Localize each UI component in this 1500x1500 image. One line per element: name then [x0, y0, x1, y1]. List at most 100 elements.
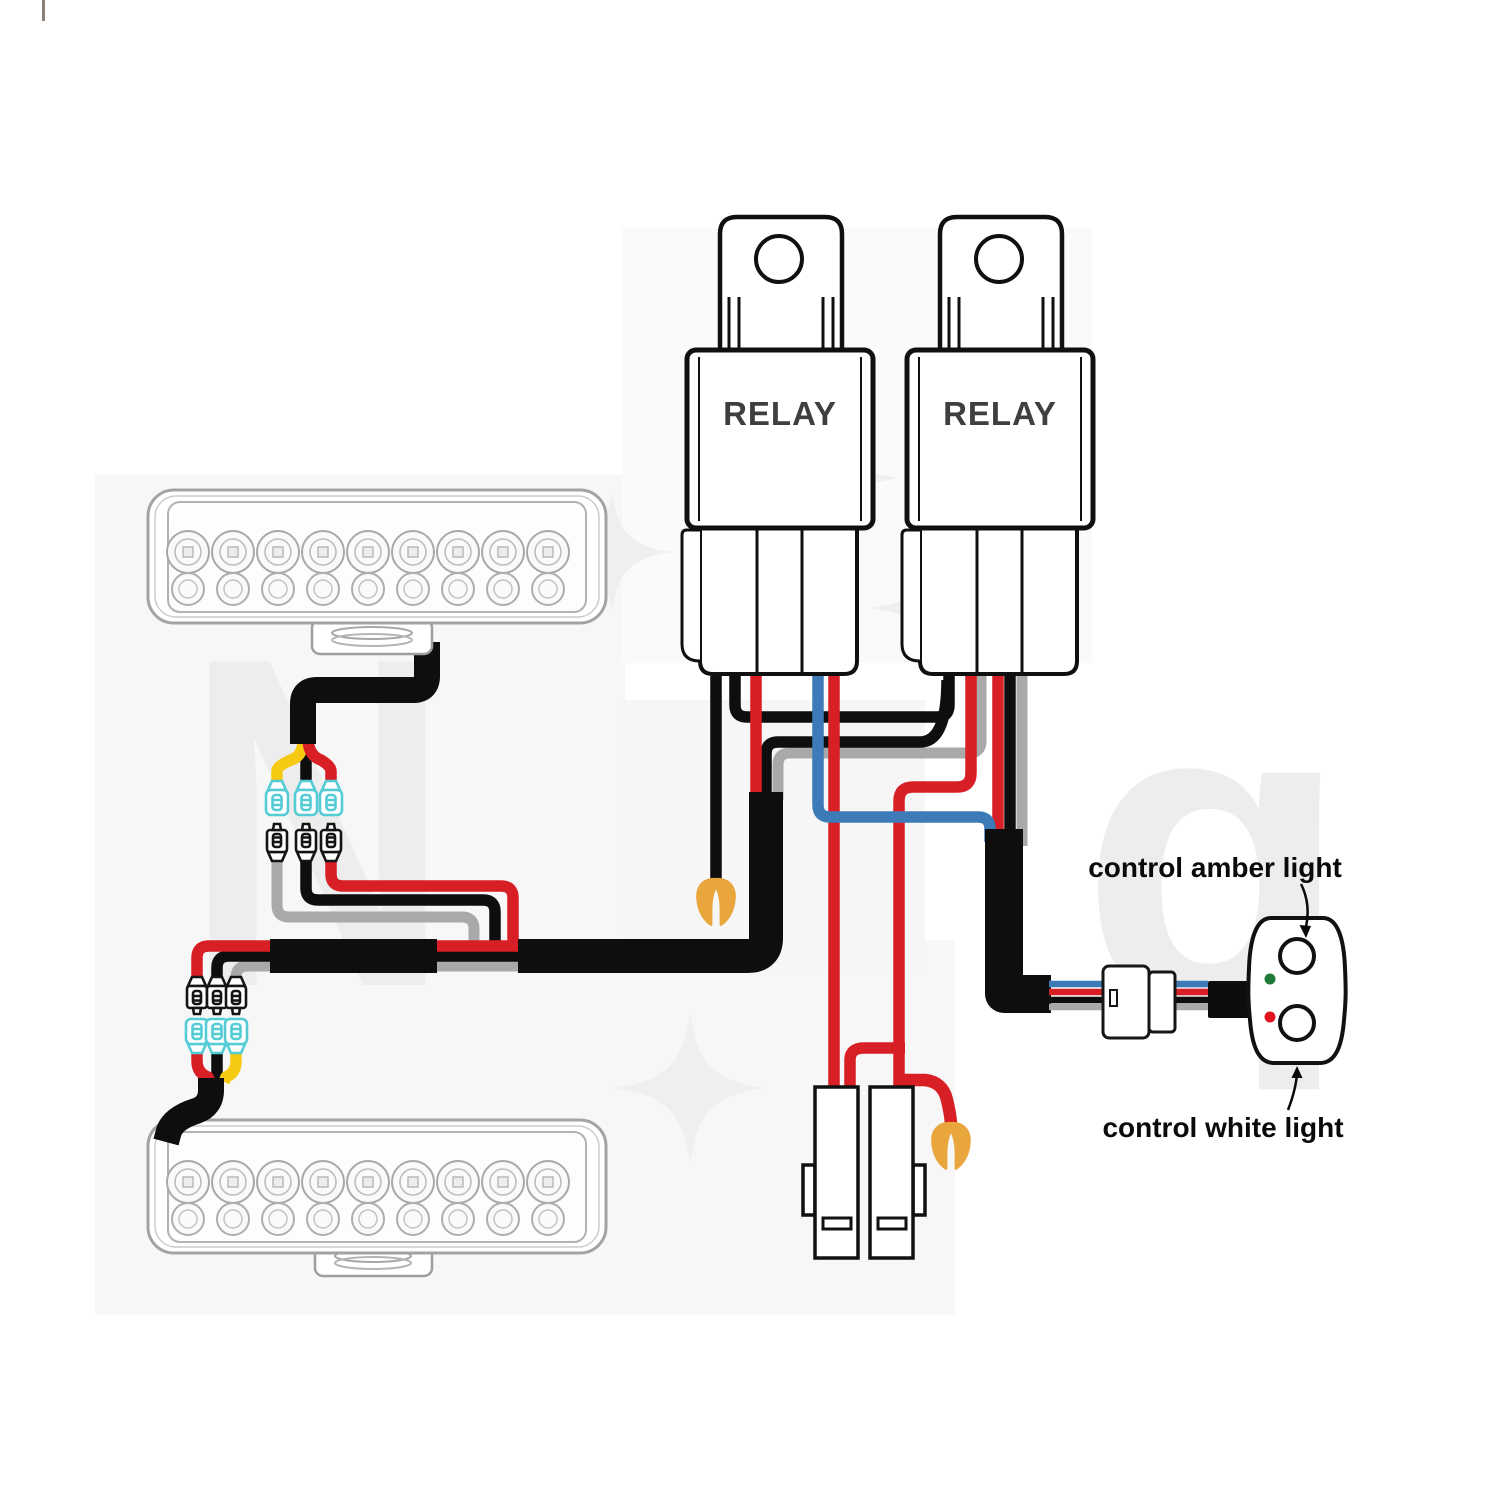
harness-sleeves [270, 792, 1051, 1013]
led-lens [396, 572, 430, 606]
relay-1-socket [698, 526, 859, 676]
yellow-wires [218, 739, 309, 1085]
led-lens [211, 530, 255, 574]
switch-pigtail [1049, 980, 1208, 1011]
relay-2-mount-tab [937, 214, 1065, 352]
led-lens [391, 1160, 435, 1204]
connector-set-bottom [184, 975, 249, 1055]
led-lens [261, 1202, 295, 1236]
led-lens [306, 1202, 340, 1236]
led-lens [346, 1160, 390, 1204]
led-lens [391, 530, 435, 574]
relay-2-label: RELAY [943, 395, 1057, 432]
led-lens [256, 530, 300, 574]
fuse-holders [801, 1085, 927, 1260]
relay-2-mount-hole [974, 234, 1024, 284]
wire-yellow-topbar-pigtail [271, 739, 309, 780]
switch-cable-sleeve [1208, 981, 1252, 1018]
relay-2-socket-clip [900, 528, 921, 663]
led-lens [216, 1202, 250, 1236]
wire-black-bundle [211, 950, 740, 979]
led-lens [531, 1202, 565, 1236]
lightbar-top-bracket [310, 618, 434, 656]
wire-gray-relay2-to-harness [772, 676, 987, 800]
relay-2-body [904, 347, 1096, 531]
led-lens [261, 572, 295, 606]
led-lens [481, 1160, 525, 1204]
led-lens [481, 530, 525, 574]
relay-1-body [684, 347, 876, 531]
led-lens [301, 530, 345, 574]
led-lens [531, 572, 565, 606]
led-lens [351, 572, 385, 606]
switch-assembly [1101, 916, 1348, 1065]
relay-2 [900, 214, 1096, 676]
led-lens [441, 572, 475, 606]
fuse-holder-right-slot [876, 1216, 908, 1231]
led-lens [256, 1160, 300, 1204]
led-lens [486, 1202, 520, 1236]
led-lens [396, 1202, 430, 1236]
wire-yellow-bottombar [218, 1054, 242, 1085]
switch-button-white[interactable] [1278, 1004, 1316, 1042]
wire-blue-relay1-to-switch [812, 676, 996, 842]
fuse-holder-right [868, 1085, 915, 1260]
relay-1-mount-hole [754, 234, 804, 284]
wire-red-bundle [191, 940, 740, 979]
annotation-arrows [1286, 883, 1311, 1111]
fuse-holder-left-slot [821, 1216, 853, 1231]
led-lens [211, 1160, 255, 1204]
relay-1-mount-tab [717, 214, 845, 352]
relay-1 [680, 214, 876, 676]
led-lens [346, 530, 390, 574]
switch-button-amber[interactable] [1278, 937, 1316, 975]
wire-gray-topbar [271, 862, 480, 966]
scan-artifact [42, 0, 45, 21]
spade-connector-female-icon [264, 779, 290, 817]
spade-connector-female-icon [223, 1017, 249, 1055]
led-lens [526, 1160, 570, 1204]
spade-connector-female-icon [293, 779, 319, 817]
spade-connector-male-icon [224, 975, 248, 1016]
led-lens [436, 530, 480, 574]
arrow-to-amber-button [1299, 883, 1309, 928]
wire-red-to-fork2 [901, 1073, 958, 1124]
control-white-label: control white light [1102, 1112, 1343, 1143]
wire-black-topbar [300, 862, 501, 956]
led-lens [306, 572, 340, 606]
wiring [191, 676, 1208, 1124]
wire-red-topbar-pigtail [302, 739, 337, 780]
spade-connector-female-icon [318, 779, 344, 817]
spade-connector-male-icon [294, 822, 318, 863]
switch-connector-plug [1147, 970, 1177, 1034]
led-lens [436, 1160, 480, 1204]
spade-connector-male-icon [319, 822, 343, 863]
black-wires [211, 676, 1016, 1082]
harness-sleeve-main [518, 792, 783, 973]
led-lens [526, 530, 570, 574]
spade-connector-male-icon [265, 822, 289, 863]
spade-connector-male-icon [205, 975, 229, 1016]
wire-red-topbar [325, 862, 519, 946]
wire-red-fuse-arch [844, 1042, 905, 1090]
indicator-green-dot [1264, 973, 1276, 985]
indicator-red-dot [1264, 1011, 1276, 1023]
led-light-bar-bottom [146, 1077, 608, 1278]
fuse-holder-left-tab [801, 1163, 817, 1217]
lightbar-bottom-cable [153, 1077, 224, 1146]
relay-1-label: RELAY [723, 395, 837, 432]
led-lens [301, 1160, 345, 1204]
led-light-bar-top [146, 488, 608, 744]
fuse-holder-left [813, 1085, 860, 1260]
relay-2-socket [918, 526, 1079, 676]
led-lens [351, 1202, 385, 1236]
wire-red-bottombar [191, 1054, 216, 1085]
control-amber-label: control amber light [1088, 852, 1342, 883]
relay-1-socket-clip [680, 528, 701, 663]
led-lens [166, 1160, 210, 1204]
lightbar-top-cable [290, 642, 440, 744]
dual-button-switch-pod [1246, 916, 1348, 1065]
led-lens [171, 572, 205, 606]
